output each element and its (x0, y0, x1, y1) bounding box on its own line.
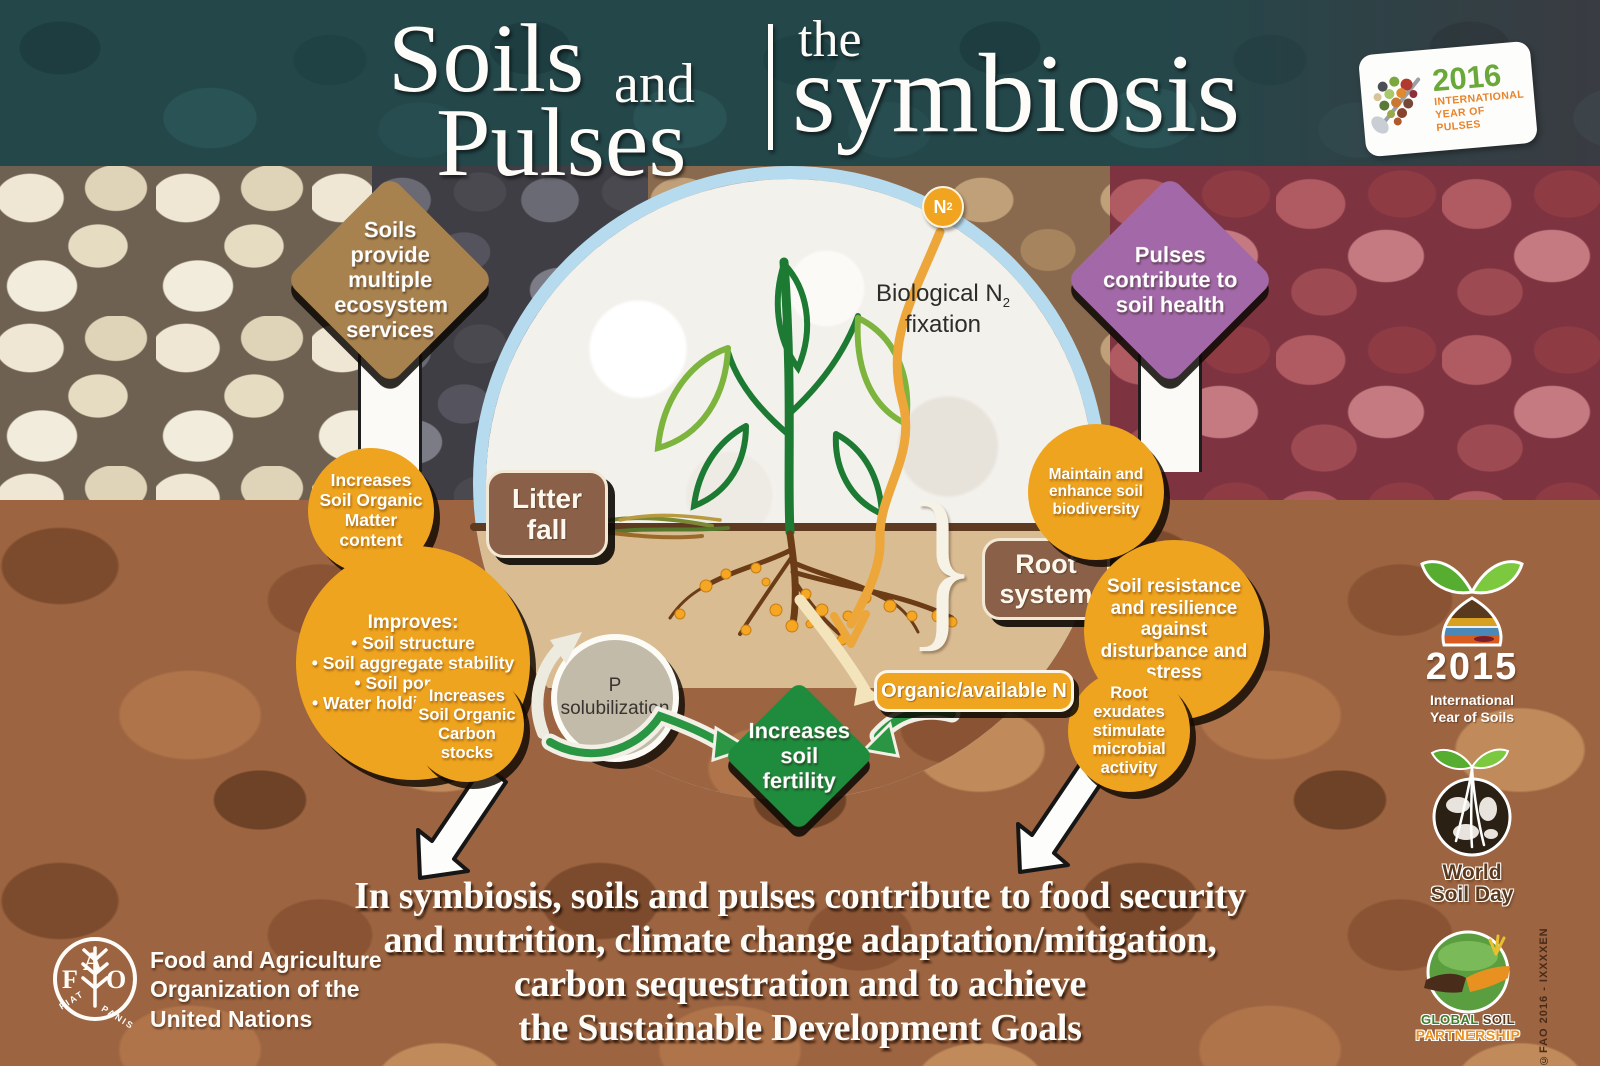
wsd-line-1: World (1442, 861, 1502, 884)
iys-year: 2015 (1425, 646, 1519, 688)
root-system-label: Root system (999, 548, 1093, 609)
gsp-logo (1424, 930, 1510, 1014)
fao-letter-a: A (83, 947, 102, 976)
fixation-sub: 2 (1002, 294, 1010, 310)
wsd-line-2: Soil Day (1430, 883, 1514, 907)
gsp-word-soil: SOIL (1482, 1012, 1516, 1027)
big-arrow-left-icon (416, 762, 508, 880)
handshake-icon (1424, 973, 1466, 993)
title-symbiosis: symbiosis (792, 32, 1241, 156)
title-and: and (614, 53, 695, 115)
bubble-root-exudates: Root exudates stimulate microbial activi… (1068, 670, 1190, 792)
iyp-2016-badge: 2016 INTERNATIONAL YEAR OF PULSES (1357, 40, 1539, 158)
bg-teal-band (0, 0, 1600, 166)
p-solubilization-circle: P solubilization (551, 634, 679, 762)
improves-item-structure: • Soil structure (351, 632, 475, 653)
p-solubilization-label: P solubilization (560, 675, 670, 719)
improves-title: Improves: (367, 612, 459, 634)
n2-symbol: N (933, 196, 947, 217)
fixation-text-1: Biological N (876, 280, 1003, 307)
biological-fixation-label: Biological N2 fixation (858, 280, 1028, 338)
big-arrow-right-icon (1016, 756, 1108, 874)
fertility-diamond-label: Increases soil fertility (748, 718, 850, 794)
fao-letter-o: O (106, 965, 126, 994)
wheat-sprig-icon (1488, 934, 1506, 956)
bubble-soil-biodiversity: Maintain and enhance soil biodiversity (1028, 424, 1164, 560)
n2-sub: 2 (946, 201, 953, 213)
bubble-soc-label: Increases Soil Organic Carbon stocks (418, 687, 516, 762)
bubble-biodiversity-label: Maintain and enhance soil biodiversity (1048, 465, 1144, 518)
wheat-icon (81, 946, 109, 1008)
wsd-logo (1430, 748, 1512, 857)
organic-available-n-box: Organic/available N (874, 670, 1074, 712)
copyright-vertical: ©FAO 2016 - IXXXXEN (1538, 927, 1550, 1066)
footer-statement: In symbiosis, soils and pulses contribut… (100, 874, 1500, 1050)
sprout-icon (1430, 749, 1474, 771)
bubble-exudates-label: Root exudates stimulate microbial activi… (1092, 684, 1166, 778)
litter-fall-label: Litter fall (512, 482, 582, 545)
bubble-soil-organic-carbon: Increases Soil Organic Carbon stocks (410, 668, 524, 782)
iys-2015-logo (1420, 560, 1524, 647)
title-the: the (798, 11, 862, 68)
organic-n-label: Organic/available N (881, 679, 1067, 702)
wsd-text: World Soil Day (1402, 861, 1542, 907)
litter-fall-box: Litter fall (486, 470, 608, 558)
gsp-word-partnership: PARTNERSHIP (1415, 1027, 1521, 1043)
footer-line-3: carbon sequestration and to achieve (513, 963, 1087, 1006)
fao-org-name: Food and Agriculture Organization of the… (150, 946, 382, 1034)
fao-logo: F A O FIAT PANIS (53, 937, 137, 1031)
fao-letter-f: F (62, 965, 78, 994)
bubble-resistance-label: Soil resistance and resilience against d… (1100, 575, 1248, 684)
fao-name-line-3: United Nations (150, 1005, 313, 1032)
root-brace: } (906, 467, 978, 667)
soils-diamond-label: Soils provide multiple ecosystem service… (334, 217, 448, 343)
gsp-text: GLOBAL SOIL PARTNERSHIP (1398, 1012, 1538, 1043)
title-divider (768, 24, 773, 150)
footer-line-2: and nutrition, climate change adaptation… (383, 919, 1217, 962)
iys-sub-2: Year of Soils (1429, 709, 1515, 725)
fao-name-line-2: Organization of the (150, 976, 360, 1003)
footer-line-1: In symbiosis, soils and pulses contribut… (354, 875, 1246, 917)
fixation-text-2: fixation (904, 310, 982, 338)
pulses-heart-icon (1371, 76, 1421, 134)
improves-item-aggregate: • Soil aggregate stability (311, 652, 515, 673)
footer-line-4: the Sustainable Development Goals (518, 1007, 1082, 1050)
bubble-som-label: Increases Soil Organic Matter content (319, 470, 423, 550)
title-soils: Soils (388, 5, 585, 113)
leaf-icon (1420, 560, 1475, 595)
title-pulses: Pulses (436, 89, 687, 197)
pulses-diamond-label: Pulses contribute to soil health (1102, 242, 1238, 318)
iys-sub-1: International (1429, 692, 1514, 708)
bg-white-beans-texture (0, 166, 372, 512)
gsp-word-global: GLOBAL (1420, 1012, 1479, 1027)
fao-name-line-1: Food and Agriculture (150, 947, 382, 973)
